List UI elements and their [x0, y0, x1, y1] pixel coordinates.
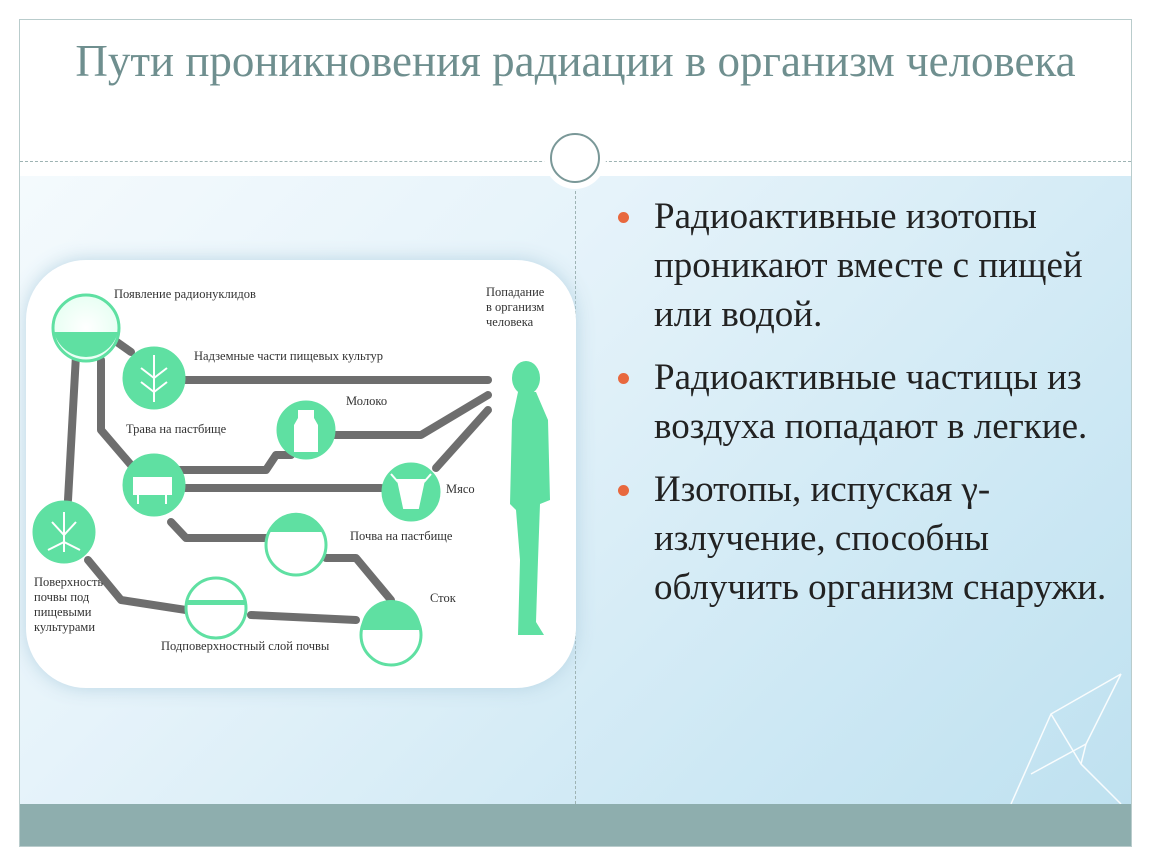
svg-text:Попадание: Попадание: [486, 285, 545, 299]
label-radionuclides: Появление радионуклидов: [114, 287, 256, 301]
svg-text:в организм: в организм: [486, 300, 544, 314]
svg-text:человека: человека: [486, 315, 534, 329]
subsurface-node: [184, 576, 248, 640]
path-meat-to-human: [432, 406, 492, 472]
slide: Пути проникновения радиации в организм ч…: [19, 19, 1132, 847]
crystal-decoration-icon: [1010, 673, 1122, 804]
svg-text:культурами: культурами: [34, 620, 95, 634]
path-pasture-soil-to-runoff: [322, 554, 395, 604]
label-surface-soil: Поверхность почвы под пищевыми культурам…: [34, 575, 103, 634]
cow-icon: [133, 477, 172, 504]
path-radionuclides-to-surface: [64, 351, 80, 504]
label-meat: Мясо: [446, 482, 475, 496]
root-icon: [47, 512, 81, 552]
footer-bar: [20, 804, 1131, 846]
label-pasture-grass: Трава на пастбище: [126, 422, 227, 436]
bullet-text: Радиоактивные изотопы проникают вместе с…: [654, 196, 1083, 335]
decorative-ring-icon: [544, 127, 606, 189]
diagram-svg: Появление радионуклидов Надземные части …: [32, 285, 550, 667]
bullet-dot-icon: [618, 373, 629, 384]
bullet-item: Радиоактивные частицы из воздуха попадаю…: [610, 353, 1110, 451]
path-surface-to-subsurface: [84, 556, 190, 614]
path-milk-to-human: [317, 391, 492, 439]
bullet-text: Изотопы, испуская γ-излучение, способны …: [654, 469, 1107, 608]
bullet-item: Радиоактивные изотопы проникают вместе с…: [610, 192, 1110, 339]
label-milk: Молоко: [346, 394, 387, 408]
milk-bottle-icon: [294, 410, 318, 452]
radiation-pathways-diagram: Появление радионуклидов Надземные части …: [26, 260, 576, 688]
cow-head-icon: [390, 473, 432, 509]
svg-text:почвы под: почвы под: [34, 590, 90, 604]
bullet-item: Изотопы, испуская γ-излучение, способны …: [610, 465, 1110, 612]
bullet-dot-icon: [618, 212, 629, 223]
path-grass-to-pasture-soil: [167, 518, 270, 542]
svg-text:пищевыми: пищевыми: [34, 605, 92, 619]
bullet-text: Радиоактивные частицы из воздуха попадаю…: [654, 357, 1088, 447]
plant-icon: [140, 355, 168, 402]
svg-text:Поверхность: Поверхность: [34, 575, 103, 589]
node-icons: [47, 355, 432, 552]
label-subsurface: Подповерхностный слой почвы: [161, 639, 330, 653]
path-grass-to-milk: [172, 451, 295, 474]
pathway-lines: [64, 336, 492, 624]
bullet-list: Радиоактивные изотопы проникают вместе с…: [610, 192, 1110, 626]
label-entry-human: Попадание в организм человека: [486, 285, 545, 329]
label-crops: Надземные части пищевых культур: [194, 349, 383, 363]
path-radionuclides-to-grass: [97, 356, 135, 469]
label-runoff: Сток: [430, 591, 457, 605]
path-subsurface-to-runoff: [247, 611, 360, 624]
human-silhouette-icon: [510, 361, 550, 635]
bullet-dot-icon: [618, 485, 629, 496]
label-pasture-soil: Почва на пастбище: [350, 529, 453, 543]
slide-title: Пути проникновения радиации в организм ч…: [75, 36, 1076, 86]
